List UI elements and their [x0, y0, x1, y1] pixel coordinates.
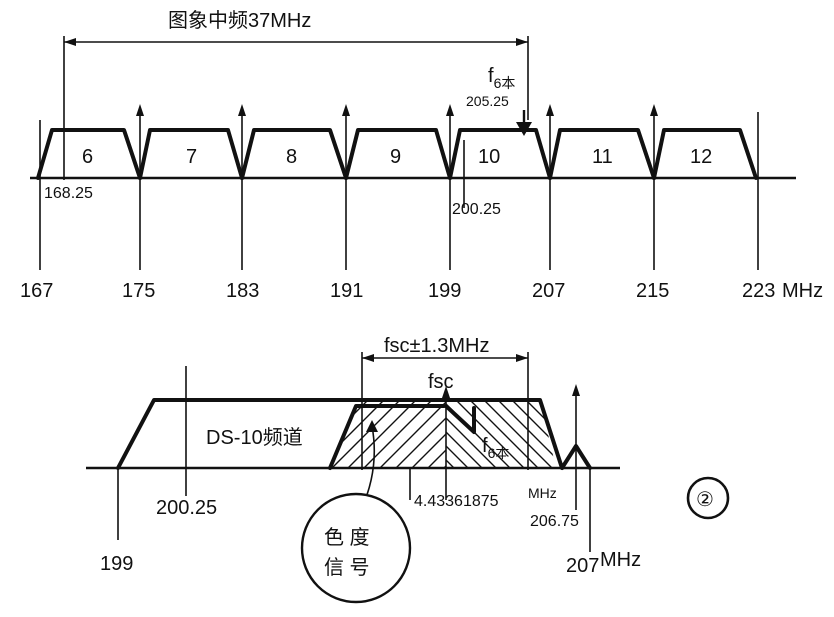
- marker-200-25: 200.25: [452, 201, 501, 218]
- channel-8-shape: [240, 128, 348, 180]
- bandwidth-arrow-right: [516, 354, 528, 362]
- figure-number: ②: [696, 489, 714, 511]
- channel-12-shape: [652, 128, 758, 180]
- tick-207: 207: [532, 280, 565, 302]
- ds10-envelope: [116, 398, 564, 470]
- channel-9-label: 9: [390, 146, 401, 168]
- channel-9-shape: [344, 128, 452, 180]
- bandwidth-arrow-left: [362, 354, 374, 362]
- f6-value: 205.25: [466, 93, 509, 109]
- f6-notch: [444, 404, 476, 434]
- channel-8-label: 8: [286, 146, 297, 168]
- circle-line-2: 信 号: [324, 556, 370, 579]
- chroma-signal-circle: [300, 492, 412, 604]
- top-unit: MHz: [782, 280, 823, 302]
- tick-175: 175: [122, 280, 155, 302]
- tick-199-bottom: 199: [100, 553, 133, 575]
- ds10-label: DS-10频道: [206, 426, 303, 449]
- if-label: 图象中频37MHz: [168, 9, 311, 32]
- f6-arrow-head: [516, 122, 532, 136]
- chroma-envelope: [328, 404, 446, 470]
- channel-10-label: 10: [478, 146, 500, 168]
- f6-label: f6本: [488, 65, 515, 91]
- top-channel-plan: 图象中频37MHz 6 7 8 9 10 11 12: [20, 9, 823, 302]
- chroma-pointer-head: [366, 420, 378, 432]
- channel-6-label: 6: [82, 146, 93, 168]
- channel-7-shape: [138, 128, 244, 180]
- bottom-chroma-detail: fsc±1.3MHz fsc f6本 DS-10频道 4.43361875 MH…: [86, 335, 730, 604]
- channel-11-shape: [548, 128, 656, 180]
- freq-right: 206.75: [530, 513, 579, 530]
- chroma-hatch-left: [330, 400, 446, 468]
- if-arrow-left: [64, 38, 76, 46]
- if-arrow-right: [516, 38, 528, 46]
- boundary-arrows: [39, 104, 759, 270]
- channel-6-shape: [36, 128, 142, 180]
- tick-183: 183: [226, 280, 259, 302]
- marker-168-25: 168.25: [44, 185, 93, 202]
- bandwidth-label: fsc±1.3MHz: [384, 335, 489, 357]
- circle-line-1: 色 度: [324, 526, 370, 549]
- tick-199: 199: [428, 280, 461, 302]
- channel-12-label: 12: [690, 146, 712, 168]
- figure-number-circle: [686, 476, 730, 520]
- channel-11-label: 11: [592, 146, 613, 168]
- tick-215: 215: [636, 280, 669, 302]
- f6-bottom-label: f6本: [482, 435, 509, 461]
- channel-7-label: 7: [186, 146, 197, 168]
- bottom-unit: MHz: [600, 549, 641, 571]
- tick-223: 223: [742, 280, 775, 302]
- tick-191: 191: [330, 280, 363, 302]
- tick-200-25-bottom: 200.25: [156, 497, 217, 519]
- tick-167: 167: [20, 280, 53, 302]
- fsc-label: fsc: [428, 371, 454, 393]
- freq-unit: MHz: [528, 485, 557, 501]
- tick-207-bottom: 207: [566, 555, 599, 577]
- channel-10-shape: [448, 128, 552, 180]
- freq-label: 4.43361875: [414, 493, 499, 510]
